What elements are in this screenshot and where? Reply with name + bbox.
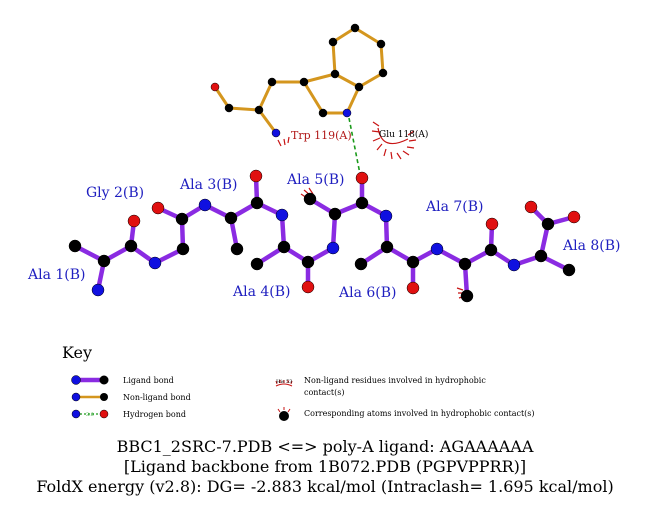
label-ala5: Ala 5(B) <box>286 172 345 188</box>
hydrogen-bond <box>348 117 361 175</box>
label-ala6: Ala 6(B) <box>338 285 397 301</box>
label-ala3: Ala 3(B) <box>179 177 238 193</box>
label-ala8: Ala 8(B) <box>562 238 621 254</box>
key-ligand-bond: Ligand bond <box>123 376 174 385</box>
key-corresponding: Corresponding atoms involved in hydropho… <box>304 409 535 418</box>
caption-line2: [Ligand backbone from 1B072.PDB (PGPVPPR… <box>124 457 526 476</box>
label-ala1: Ala 1(B) <box>27 267 86 283</box>
key-title: Key <box>62 343 92 362</box>
caption: BBC1_2SRC-7.PDB <=> poly-A ligand: AGAAA… <box>36 437 613 496</box>
key-legend: Key Ligand bond Non-ligand bond 3.0 Hydr… <box>62 343 535 421</box>
atoms <box>68 23 581 303</box>
label-glu118: Glu 118(A) <box>379 129 428 140</box>
label-ala4: Ala 4(B) <box>232 284 291 300</box>
label-trp119: Trp 119(A) <box>291 129 352 142</box>
key-hydrogen-bond: Hydrogen bond <box>123 410 186 419</box>
caption-line3: FoldX energy (v2.8): DG= -2.883 kcal/mol… <box>36 477 613 496</box>
hydrophobic-contacts <box>277 121 466 299</box>
label-ala7: Ala 7(B) <box>425 199 484 215</box>
key-hydrophobic-1: Non-ligand residues involved in hydropho… <box>304 376 486 385</box>
trp119-bonds <box>213 26 385 135</box>
ligand-bonds <box>72 173 577 299</box>
key-his-sample: His 53 <box>276 379 292 385</box>
label-gly2: Gly 2(B) <box>86 185 144 201</box>
key-hydrophobic-2: contact(s) <box>304 388 344 397</box>
key-hbond-length: 3.0 <box>86 412 94 418</box>
caption-line1: BBC1_2SRC-7.PDB <=> poly-A ligand: AGAAA… <box>117 437 534 456</box>
key-nonligand-bond: Non-ligand bond <box>123 393 191 402</box>
